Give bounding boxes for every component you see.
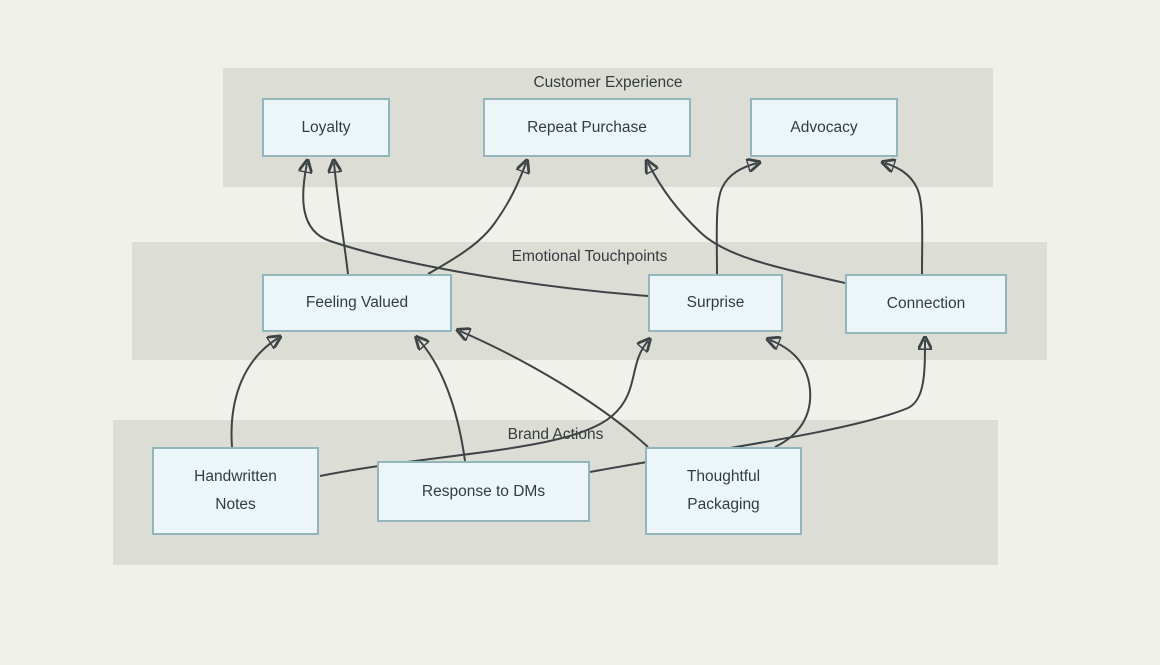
node-label-connection: Connection bbox=[886, 295, 966, 313]
node-response-to-dms: Response to DMs bbox=[377, 461, 590, 522]
node-label-handwritten-notes: Handwritten Notes bbox=[194, 468, 277, 513]
node-connection: Connection bbox=[845, 274, 1007, 334]
group-label-emotional-touchpoints: Emotional Touchpoints bbox=[511, 248, 668, 265]
node-thoughtful-packaging: Thoughtful Packaging bbox=[645, 447, 802, 535]
group-label-brand-actions: Brand Actions bbox=[507, 426, 604, 443]
node-surprise: Surprise bbox=[648, 274, 783, 332]
node-label-thoughtful-packaging: Thoughtful Packaging bbox=[686, 468, 761, 513]
node-repeat-purchase: Repeat Purchase bbox=[483, 98, 691, 157]
node-label-surprise: Surprise bbox=[686, 294, 745, 312]
node-label-response-to-dms: Response to DMs bbox=[421, 482, 546, 500]
node-advocacy: Advocacy bbox=[750, 98, 898, 157]
node-label-feeling-valued: Feeling Valued bbox=[305, 294, 409, 312]
node-loyalty: Loyalty bbox=[262, 98, 390, 157]
group-label-customer-experience: Customer Experience bbox=[533, 74, 683, 91]
node-feeling-valued: Feeling Valued bbox=[262, 274, 452, 332]
node-handwritten-notes: Handwritten Notes bbox=[152, 447, 319, 535]
node-label-loyalty: Loyalty bbox=[301, 118, 351, 136]
node-label-advocacy: Advocacy bbox=[790, 118, 858, 136]
node-label-repeat-purchase: Repeat Purchase bbox=[527, 118, 647, 136]
